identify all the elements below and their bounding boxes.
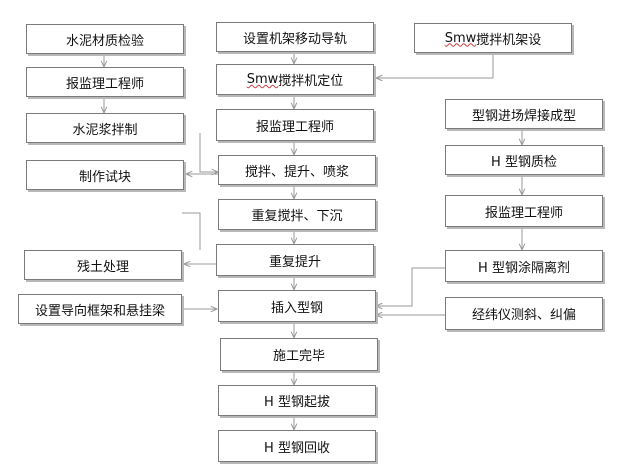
node-h-steel-release-agent: H 型钢涂隔离剂 [445,250,603,282]
arrow-R5-C7 [376,267,445,306]
mixer-prefix: Smw [246,72,279,87]
node-theodolite-correction: 经纬仪测斜、纠偏 [445,297,603,330]
arrow-R1-C2 [376,53,494,78]
node-mixer-erection: Smw 搅拌机架设 [414,23,572,53]
node-h-steel-extraction: H 型钢起拔 [218,385,376,416]
node-rail-setup: 设置机架移动导轨 [216,22,374,52]
node-residual-soil-handling: 残土处理 [24,250,182,280]
node-cement-inspection: 水泥材质检验 [26,24,184,54]
arrow-L3-C4 [199,133,218,172]
node-report-supervisor-left: 报监理工程师 [26,67,184,97]
node-guide-frame-setup: 设置导向框架和悬挂梁 [18,294,182,324]
node-construction-complete: 施工完毕 [220,338,378,371]
node-steel-welding: 型钢进场焊接成型 [445,99,603,129]
node-report-supervisor-right: 报监理工程师 [445,195,603,227]
node-repeat-mix-sink: 重复搅拌、下沉 [218,199,376,230]
node-mix-lift-spray: 搅拌、提升、喷浆 [218,155,376,185]
node-report-supervisor-center: 报监理工程师 [216,109,374,141]
mixer-erection-prefix: Smw [444,30,477,46]
node-insert-steel: 插入型钢 [218,290,376,322]
node-cement-slurry-mixing: 水泥浆拌制 [26,113,184,143]
node-repeat-lift: 重复提升 [216,244,374,276]
node-h-steel-recovery: H 型钢回收 [218,430,376,462]
node-h-steel-inspection: H 型钢质检 [445,145,603,175]
node-mixer-positioning: Smw 搅拌机定位 [216,64,374,95]
arrow-C5-L5 [182,212,201,250]
node-make-test-block: 制作试块 [26,160,184,190]
